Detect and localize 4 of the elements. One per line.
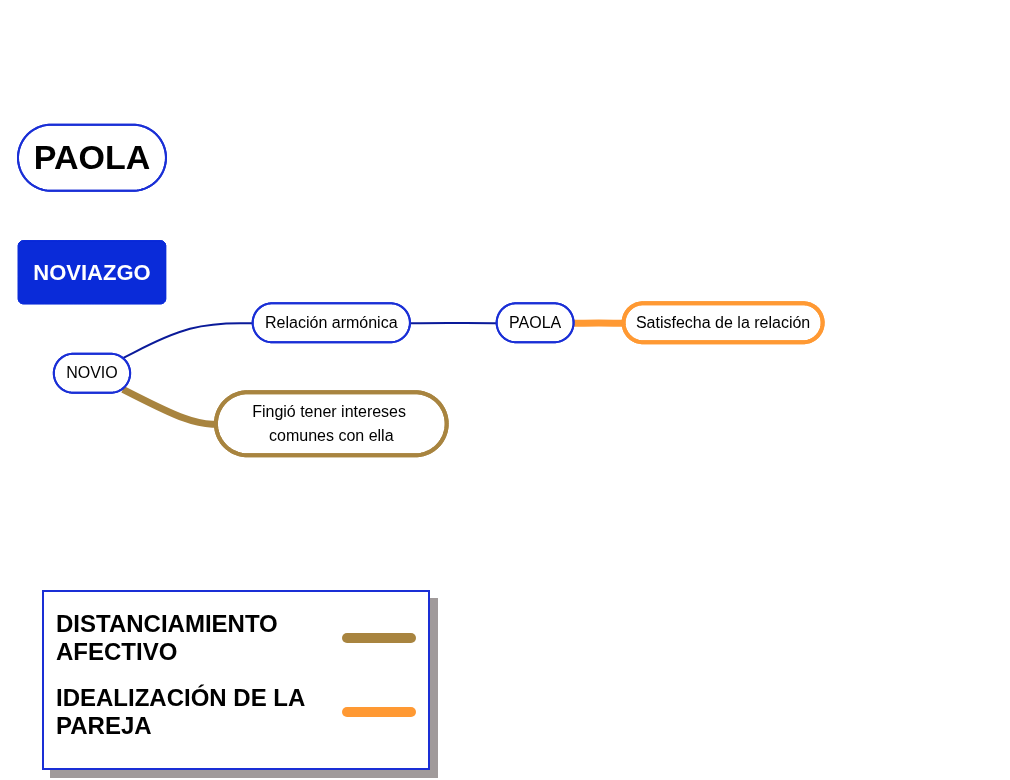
connector	[574, 319, 625, 327]
legend-text: IDEALIZACIÓN DE LA PAREJA	[56, 684, 306, 740]
legend-text: DISTANCIAMIENTO AFECTIVO	[56, 610, 279, 666]
connector	[121, 386, 217, 428]
